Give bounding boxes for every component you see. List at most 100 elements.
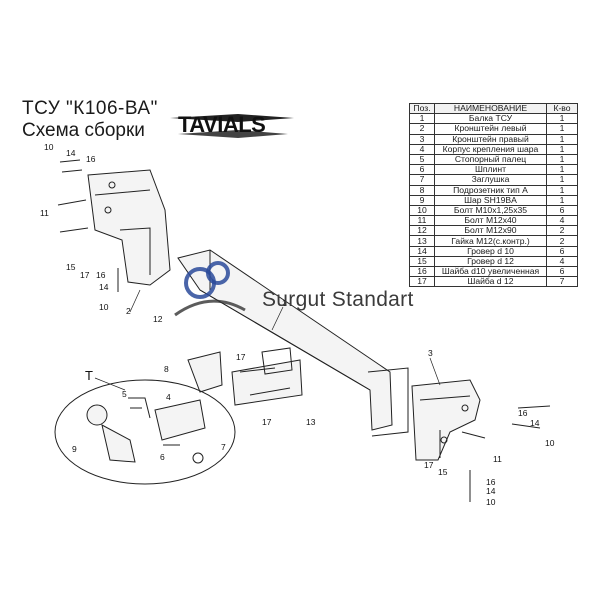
cell-qty: 1 xyxy=(546,113,578,125)
ball-group xyxy=(54,379,236,485)
logo-text: TAVIALS xyxy=(178,112,265,137)
cell-pos: 15 xyxy=(409,255,435,268)
cell-qty: 7 xyxy=(546,276,578,288)
cell-name: Кронштейн левый xyxy=(434,123,547,135)
cell-qty: 1 xyxy=(546,194,578,206)
callout-12: 12 xyxy=(153,314,163,324)
callout-16d: 16 xyxy=(486,477,496,487)
header-pos: Поз. xyxy=(409,102,435,115)
callout-15a: 15 xyxy=(66,262,76,272)
callout-17a: 17 xyxy=(80,270,90,280)
header-name: НАИМЕНОВАНИЕ xyxy=(434,102,547,115)
title-line1: ТСУ "К106-ВА" xyxy=(22,98,158,119)
callout-11a: 11 xyxy=(40,208,49,218)
callout-10c: 10 xyxy=(545,438,555,448)
callout-3: 3 xyxy=(428,348,433,358)
callout-14a: 14 xyxy=(66,148,76,158)
callout-8: 8 xyxy=(164,364,169,374)
cell-pos: 12 xyxy=(409,225,435,237)
callout-5: 5 xyxy=(122,389,127,399)
cell-pos: 17 xyxy=(409,276,435,288)
cell-name: Кронштейн правый xyxy=(434,133,547,145)
cell-name: Шар SH19BA xyxy=(434,194,547,206)
bolts-right xyxy=(461,405,551,502)
header-qty: К-во xyxy=(546,102,578,115)
callout-11b: 11 xyxy=(493,454,502,464)
cell-qty: 1 xyxy=(546,184,578,196)
cell-name: Шайба d 12 xyxy=(434,276,547,288)
callout-7: 7 xyxy=(221,442,226,452)
cell-qty: 1 xyxy=(546,153,578,166)
cell-qty: 1 xyxy=(546,123,578,135)
cell-pos: 5 xyxy=(409,153,435,166)
cell-pos: 8 xyxy=(409,184,435,196)
callout-4: 4 xyxy=(166,392,171,402)
cell-pos: 7 xyxy=(409,174,435,186)
callout-T: T xyxy=(85,368,93,383)
cell-name: Подрозетник тип А xyxy=(434,184,547,196)
cell-name: Шплинт xyxy=(434,164,547,176)
cell-qty: 6 xyxy=(546,204,578,217)
cell-qty: 4 xyxy=(546,255,578,268)
cell-qty: 1 xyxy=(546,174,578,186)
cell-name: Корпус крепления шара xyxy=(434,143,547,155)
cell-qty: 1 xyxy=(546,143,578,155)
callout-16a: 16 xyxy=(86,154,96,164)
bolts-left xyxy=(57,159,119,292)
cell-qty: 6 xyxy=(546,265,578,278)
cell-name: Гровер d 10 xyxy=(434,245,547,257)
cell-qty: 4 xyxy=(546,215,578,227)
cell-pos: 1 xyxy=(409,113,435,125)
callout-13: 13 xyxy=(306,417,316,427)
callout-10a: 10 xyxy=(44,142,54,152)
callout-17b: 17 xyxy=(236,352,246,362)
cell-pos: 9 xyxy=(409,194,435,206)
cell-qty: 1 xyxy=(546,164,578,176)
cell-qty: 2 xyxy=(546,225,578,237)
cell-qty: 1 xyxy=(546,133,578,145)
watermark-text: Surgut Standart xyxy=(262,288,414,311)
cell-name: Гровер d 12 xyxy=(434,255,547,268)
beam-plates xyxy=(231,347,303,406)
cell-pos: 10 xyxy=(409,204,435,217)
cell-pos: 14 xyxy=(409,245,435,257)
callout-6: 6 xyxy=(160,452,165,462)
cell-pos: 2 xyxy=(409,123,435,135)
cell-qty: 6 xyxy=(546,245,578,257)
callout-10b: 10 xyxy=(99,302,109,312)
bracket-right xyxy=(411,379,481,461)
watermark-gears-icon xyxy=(174,261,246,317)
callout-15b: 15 xyxy=(438,467,448,477)
cell-pos: 4 xyxy=(409,143,435,155)
callout-10d: 10 xyxy=(486,497,496,507)
cell-name: Шайба d10 увеличенная xyxy=(434,265,547,278)
callout-17d: 17 xyxy=(424,460,434,470)
cell-pos: 13 xyxy=(409,235,435,247)
callout-14c: 14 xyxy=(530,418,540,428)
parts-table-header: Поз. НАИМЕНОВАНИЕ К-во xyxy=(409,102,578,115)
cell-pos: 6 xyxy=(409,164,435,176)
callout-16c: 16 xyxy=(518,408,528,418)
cell-pos: 11 xyxy=(409,215,435,227)
cell-name: Болт М12х40 xyxy=(434,215,547,227)
cell-qty: 2 xyxy=(546,235,578,247)
cell-name: Стопорный палец xyxy=(434,153,547,166)
leader-lines xyxy=(94,289,441,391)
tavials-logo: TAVIALS xyxy=(170,112,294,138)
